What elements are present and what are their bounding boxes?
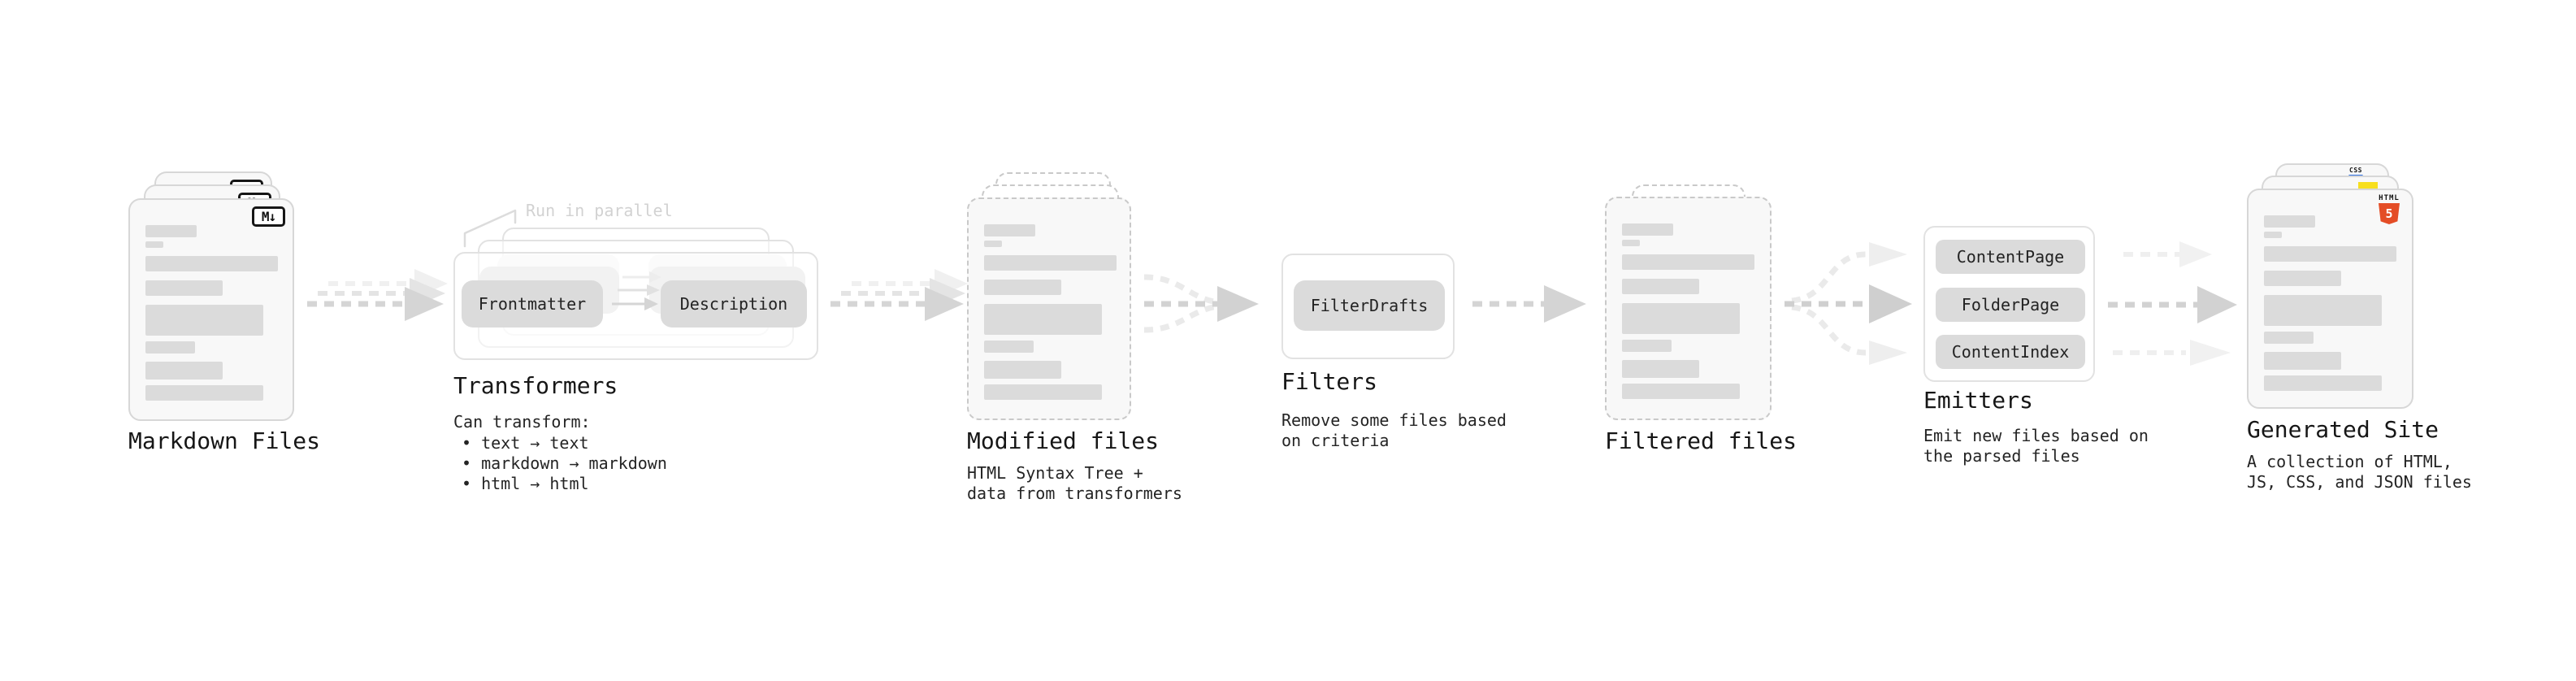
arrow-emitters-to-generated xyxy=(2108,241,2237,366)
markdown-icon: M↓ xyxy=(252,206,285,227)
emitter-pill-folderpage: FolderPage xyxy=(1936,288,2085,322)
modified-file-front xyxy=(967,197,1131,420)
text-line-placeholder xyxy=(145,385,263,401)
text-line-placeholder xyxy=(2264,271,2341,286)
text-line-placeholder xyxy=(1622,254,1754,270)
text-line-placeholder xyxy=(1622,340,1672,352)
filter-pill-filterdrafts: FilterDrafts xyxy=(1294,280,1445,331)
arrow-filtered-to-emitters xyxy=(1785,242,1912,365)
transformers-description: Can transform: xyxy=(453,412,591,432)
text-line-placeholder xyxy=(145,362,223,380)
text-line-placeholder xyxy=(984,224,1035,236)
transform-bullet: • markdown → markdown xyxy=(462,453,667,473)
text-line-placeholder xyxy=(2264,352,2341,370)
modified-files-description: HTML Syntax Tree + data from transformer… xyxy=(967,463,1182,503)
emitter-pill-contentindex: ContentIndex xyxy=(1936,335,2085,369)
filtered-file-front xyxy=(1605,197,1772,420)
generated-file-html: HTML 5 xyxy=(2247,189,2413,409)
modified-files-stack xyxy=(967,172,1131,420)
text-line-placeholder xyxy=(2264,295,2382,326)
text-line-placeholder xyxy=(984,384,1102,400)
text-line-placeholder xyxy=(145,241,163,248)
text-line-placeholder xyxy=(1622,240,1640,246)
emitters-label: Emitters xyxy=(1923,387,2033,414)
arrow-markdown-to-transformers xyxy=(307,269,448,321)
arrow-modified-to-filters xyxy=(1143,274,1259,333)
filtered-files-label: Filtered files xyxy=(1605,427,1798,454)
filters-label: Filters xyxy=(1281,368,1378,395)
text-line-placeholder xyxy=(1622,279,1699,294)
transformer-pill-description: Description xyxy=(661,280,807,327)
text-line-placeholder xyxy=(984,361,1061,379)
filtered-files-stack xyxy=(1605,184,1772,422)
transformer-pill-frontmatter: Frontmatter xyxy=(462,280,603,327)
arrow-filters-to-filtered xyxy=(1472,285,1586,323)
text-line-placeholder xyxy=(2264,332,2314,344)
text-line-placeholder xyxy=(984,241,1002,247)
text-line-placeholder xyxy=(1622,360,1699,378)
markdown-file-front: M↓ xyxy=(128,198,294,421)
markdown-files-label: Markdown Files xyxy=(128,427,321,454)
text-line-placeholder xyxy=(145,280,223,296)
run-in-parallel-annotation: Run in parallel xyxy=(526,201,673,220)
text-line-placeholder xyxy=(145,341,195,354)
transformer-pill-arrows xyxy=(612,271,661,310)
emitters-box: ContentPage FolderPage ContentIndex xyxy=(1923,226,2095,382)
modified-files-label: Modified files xyxy=(967,427,1160,454)
text-line-placeholder xyxy=(2264,232,2282,238)
text-line-placeholder xyxy=(2264,215,2315,228)
text-line-placeholder xyxy=(2264,375,2382,391)
text-line-placeholder xyxy=(1622,303,1740,334)
text-line-placeholder xyxy=(1622,384,1740,399)
text-line-placeholder xyxy=(984,304,1102,335)
text-line-placeholder xyxy=(2264,246,2396,262)
transform-bullet: • html → html xyxy=(462,474,589,493)
generated-site-label: Generated Site xyxy=(2247,416,2439,443)
text-line-placeholder xyxy=(1622,223,1673,236)
text-line-placeholder xyxy=(145,256,278,271)
transform-bullet: • text → text xyxy=(462,433,589,453)
arrow-transformers-to-modified xyxy=(830,269,968,321)
html5-icon: HTML 5 xyxy=(2377,194,2401,224)
run-in-parallel-leader-line xyxy=(463,209,517,248)
filters-description: Remove some files based on criteria xyxy=(1281,410,1507,450)
text-line-placeholder xyxy=(145,225,197,237)
emitter-pill-contentpage: ContentPage xyxy=(1936,240,2085,274)
text-line-placeholder xyxy=(984,255,1117,271)
emitters-description: Emit new files based on the parsed files xyxy=(1923,426,2149,466)
transformers-label: Transformers xyxy=(453,372,618,399)
text-line-placeholder xyxy=(984,340,1034,353)
text-line-placeholder xyxy=(145,305,263,336)
markdown-files-stack: M↓ M↓ M↓ xyxy=(128,171,294,421)
text-line-placeholder xyxy=(984,280,1061,295)
filters-box: FilterDrafts xyxy=(1281,254,1455,359)
generated-site-description: A collection of HTML, JS, CSS, and JSON … xyxy=(2247,452,2472,492)
generated-site-stack: CSS HTML 5 xyxy=(2247,163,2413,409)
